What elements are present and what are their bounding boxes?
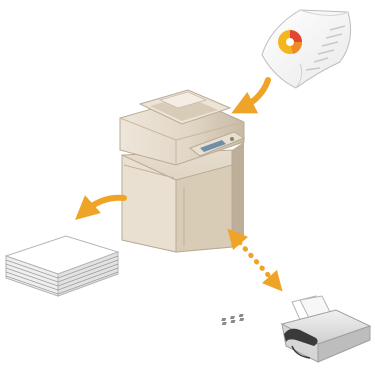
arrow-printer-to-paper [84, 198, 124, 212]
printed-paper-stack-icon [6, 236, 118, 296]
mfp-printer-icon [120, 90, 244, 252]
scanned-document-with-chart-icon [262, 10, 351, 88]
arrow-document-to-printer [242, 80, 268, 108]
arrow-printer-fax-bidirectional [234, 236, 276, 284]
pie-chart-icon [278, 30, 302, 54]
fax-keypad [221, 314, 244, 325]
fax-machine-icon [221, 296, 370, 362]
